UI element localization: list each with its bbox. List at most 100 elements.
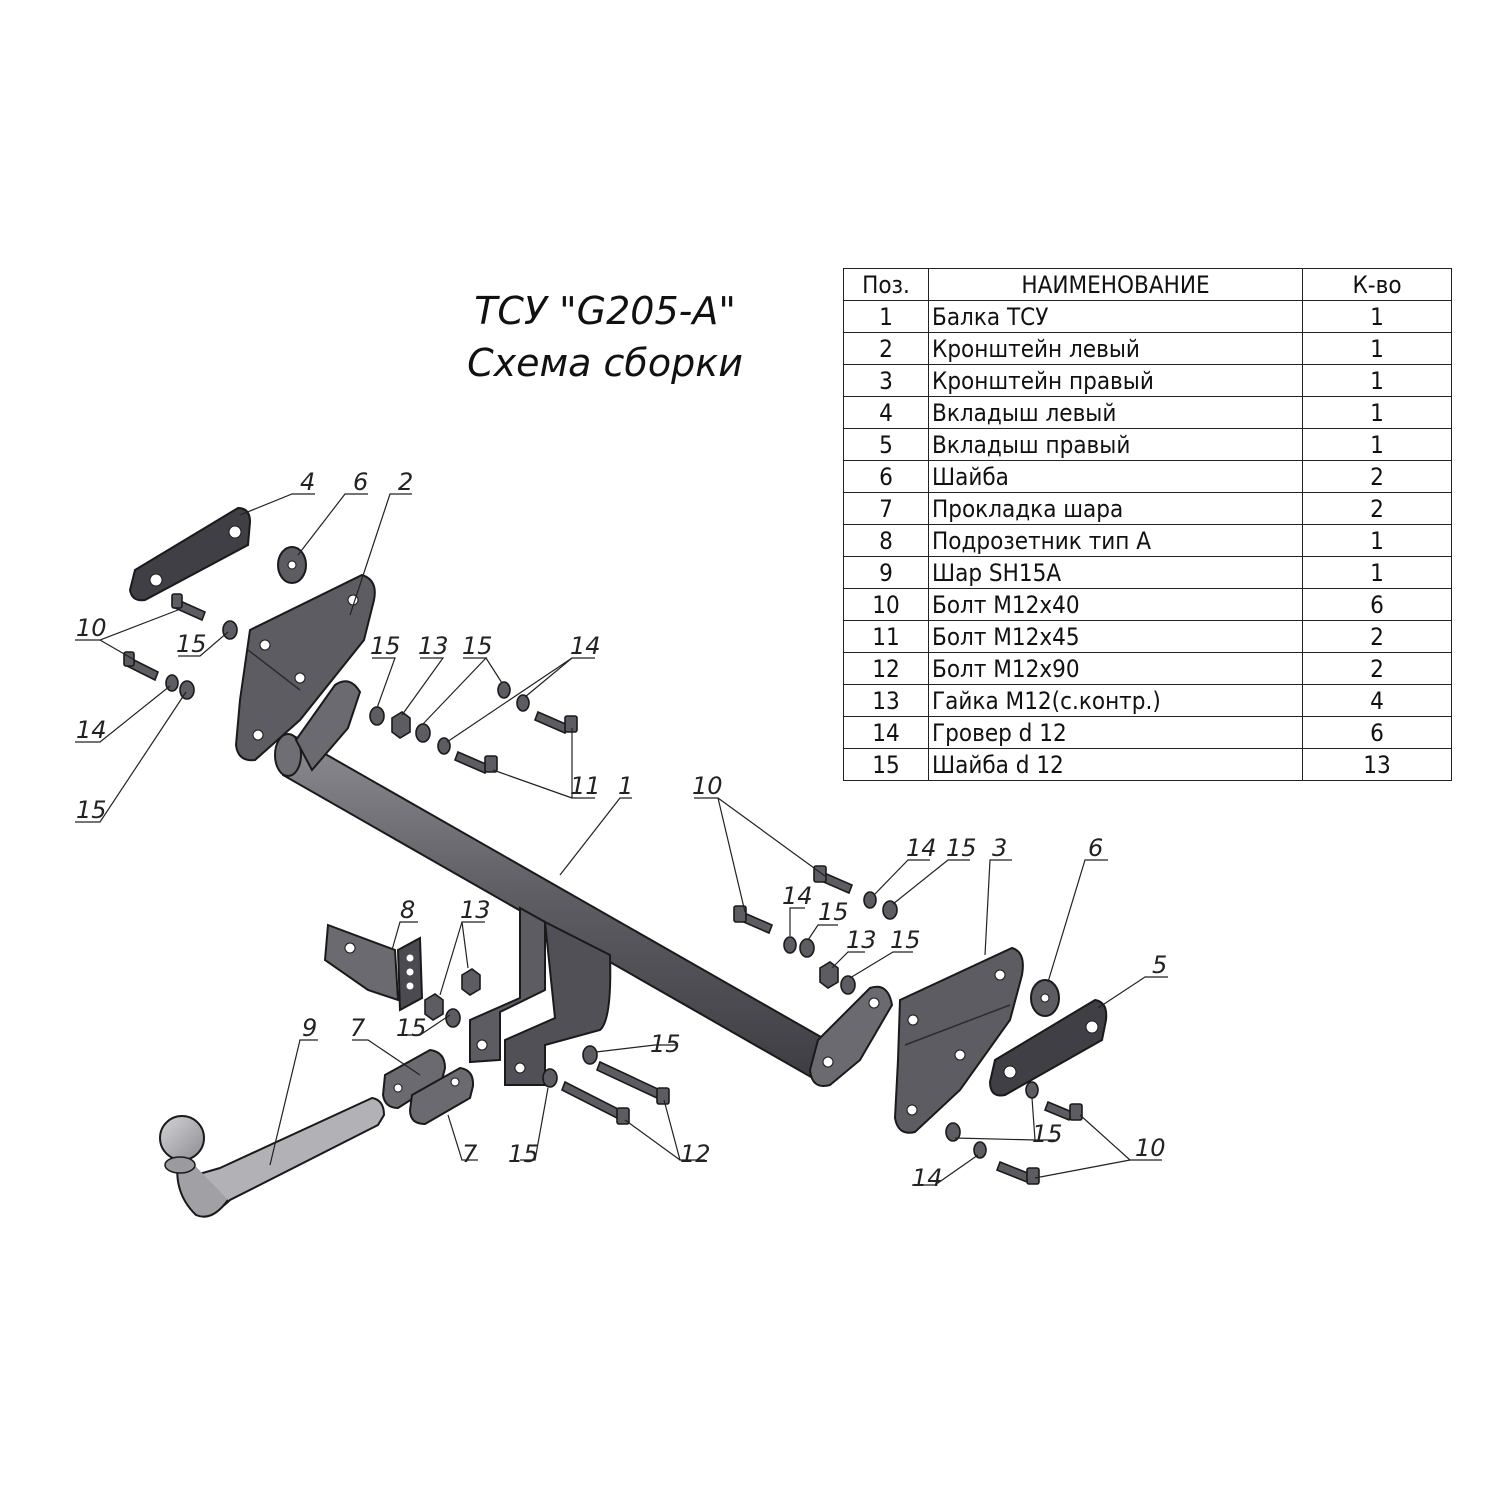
right-insert-part-5 (988, 998, 1108, 1097)
towball-part-9 (159, 1096, 386, 1218)
header-qty: К-во (1302, 268, 1452, 301)
cell-qty: 6 (1302, 588, 1452, 621)
cell-qty: 1 (1302, 428, 1452, 461)
cell-qty: 1 (1302, 556, 1452, 589)
callout-label: 15 (176, 630, 207, 658)
beam-part-1 (274, 680, 894, 1087)
callout-label: 8 (400, 896, 415, 924)
cell-pos: 13 (843, 684, 929, 717)
cell-name: Кронштейн левый (928, 332, 1303, 365)
cell-pos: 1 (843, 300, 929, 333)
cell-pos: 12 (843, 652, 929, 685)
cell-pos: 5 (843, 428, 929, 461)
cell-name: Вкладыш левый (928, 396, 1303, 429)
left-insert-part-4 (128, 506, 252, 602)
callout-label: 10 (1135, 1134, 1166, 1162)
cell-qty: 1 (1302, 524, 1452, 557)
callout-label: 15 (370, 632, 401, 660)
cell-qty: 2 (1302, 492, 1452, 525)
cell-name: Шар SH15A (928, 556, 1303, 589)
callout-label: 10 (76, 614, 107, 642)
cell-name: Вкладыш правый (928, 428, 1303, 461)
washer-part-6-right (1030, 979, 1060, 1017)
drawing-title: ТСУ "G205-A" Схема сборки (440, 285, 770, 389)
cell-pos: 6 (843, 460, 929, 493)
callout-label: 15 (396, 1014, 427, 1042)
cell-qty: 6 (1302, 716, 1452, 749)
callout-label: 14 (76, 716, 107, 744)
ball-spacer-part-7 (381, 1048, 475, 1126)
cell-qty: 2 (1302, 652, 1452, 685)
cell-pos: 9 (843, 556, 929, 589)
cell-name: Прокладка шара (928, 492, 1303, 525)
cell-name: Шайба d 12 (928, 748, 1303, 781)
cell-name: Балка ТСУ (928, 300, 1303, 333)
cell-pos: 3 (843, 364, 929, 397)
callout-label: 15 (650, 1030, 681, 1058)
callout-label: 15 (76, 796, 107, 824)
cell-pos: 2 (843, 332, 929, 365)
cell-pos: 15 (843, 748, 929, 781)
callout-label: 14 (912, 1164, 943, 1192)
callout-label: 14 (570, 632, 601, 660)
callout-label: 13 (418, 632, 449, 660)
callout-label: 6 (1088, 834, 1103, 862)
title-line-1: ТСУ "G205-A" (474, 289, 736, 333)
title-line-2: Схема сборки (467, 341, 743, 385)
header-pos: Поз. (843, 268, 929, 301)
washer-part-6-left (277, 546, 307, 584)
callout-label: 7 (350, 1014, 366, 1042)
callout-label: 5 (1152, 951, 1167, 979)
callout-label: 15 (462, 632, 493, 660)
callout-label: 4 (300, 468, 315, 496)
callout-label: 2 (398, 468, 413, 496)
callout-label: 6 (353, 468, 368, 496)
header-name: НАИМЕНОВАНИЕ (928, 268, 1303, 301)
callout-label: 14 (906, 834, 937, 862)
left-bracket-part-2 (234, 573, 376, 762)
callout-label: 15 (1032, 1120, 1063, 1148)
cell-name: Шайба (928, 460, 1303, 493)
cell-name: Кронштейн правый (928, 364, 1303, 397)
callout-label: 11 (570, 772, 601, 800)
cell-qty: 4 (1302, 684, 1452, 717)
callout-label: 7 (462, 1140, 478, 1168)
callout-label: 15 (890, 926, 921, 954)
cell-pos: 4 (843, 396, 929, 429)
cell-pos: 7 (843, 492, 929, 525)
cell-pos: 11 (843, 620, 929, 653)
cell-name: Гайка М12(с.контр.) (928, 684, 1303, 717)
cell-name: Болт М12х45 (928, 620, 1303, 653)
cell-qty: 2 (1302, 460, 1452, 493)
callout-label: 3 (992, 834, 1007, 862)
callout-label: 14 (782, 882, 813, 910)
cell-name: Болт М12х90 (928, 652, 1303, 685)
cell-pos: 8 (843, 524, 929, 557)
callout-label: 15 (508, 1140, 539, 1168)
cell-pos: 14 (843, 716, 929, 749)
cell-qty: 1 (1302, 300, 1452, 333)
socket-bracket-part-8 (323, 923, 424, 1012)
cell-qty: 13 (1302, 748, 1452, 781)
leader-lines (75, 493, 1168, 1186)
cell-pos: 10 (843, 588, 929, 621)
cell-name: Гровер d 12 (928, 716, 1303, 749)
callout-label: 13 (846, 926, 877, 954)
table-header-row: Поз. НАИМЕНОВАНИЕ К-во (843, 268, 1452, 301)
